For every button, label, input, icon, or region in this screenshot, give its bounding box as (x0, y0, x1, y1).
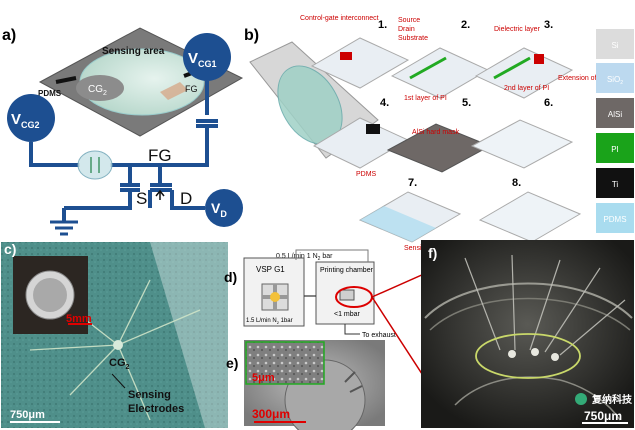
material-legend: Si SiO2 AlSi PI Ti PDMS (596, 29, 634, 233)
drain-label: D (180, 189, 192, 208)
panel-b: b) 1. 2. 3. 4. 5. 6. (244, 15, 634, 252)
svg-text:1.: 1. (378, 19, 387, 31)
svg-text:8.: 8. (512, 177, 521, 189)
process-step-6: 6. (470, 97, 574, 169)
svg-text:2.: 2. (461, 19, 470, 31)
svg-text:6.: 6. (544, 97, 553, 109)
cg2-pad-label: CG2 (88, 84, 107, 97)
svg-text:AlSi hard mask: AlSi hard mask (412, 129, 460, 136)
pressure-label: <1 mbar (334, 311, 361, 318)
vcg2-node (7, 94, 55, 142)
vcg1-label: VCG1 (188, 50, 217, 69)
panel-b-label: b) (244, 27, 259, 44)
svg-text:Control-gate interconnect: Control-gate interconnect (300, 15, 379, 22)
scale-e: 300μm (252, 407, 290, 421)
svg-text:7.: 7. (408, 177, 417, 189)
chamber-label: Printing chamber (320, 267, 374, 274)
fg-pad (160, 82, 188, 100)
ground-icon (50, 220, 78, 236)
flow-top: 0.5 L/min 1 N2 bar (276, 253, 333, 262)
legend-swatch (596, 203, 634, 233)
process-step-3: 3. (474, 19, 574, 99)
wechat-icon (575, 393, 587, 405)
svg-text:PDMS: PDMS (356, 171, 377, 178)
cg2-pad (76, 75, 124, 101)
svg-text:PDMS: PDMS (603, 215, 626, 224)
svg-text:SiO2: SiO2 (607, 75, 623, 86)
svg-text:Source: Source (398, 17, 420, 24)
panel-c: CG2 Sensing Electrodes 5mm c) 750μm (1, 241, 228, 428)
fg-label: FG (148, 146, 172, 165)
legend-swatch (596, 98, 634, 128)
legend-swatch (596, 168, 634, 198)
svg-text:Extension of FG: Extension of FG (558, 75, 608, 82)
legend-swatch (596, 63, 634, 93)
cg2-electrode (113, 340, 123, 350)
svg-text:1st layer of PI: 1st layer of PI (404, 95, 447, 102)
svg-text:AlSi: AlSi (608, 110, 622, 119)
panel-e-label: e) (226, 355, 238, 371)
svg-text:Dielectric layer: Dielectric layer (494, 26, 541, 33)
pdms-label: PDMS (38, 89, 62, 98)
vd-label: VD (211, 200, 227, 219)
svg-text:Substrate: Substrate (398, 35, 428, 42)
process-step-1: 1. (310, 19, 410, 89)
panel-c-label: c) (4, 241, 16, 257)
svg-text:Drain: Drain (398, 26, 415, 33)
panel-a: a) PDMS Sensing area CG2 FG VCG1 VCG2 (2, 27, 244, 236)
svg-text:3.: 3. (544, 19, 553, 31)
cg2-capacitor (77, 150, 113, 180)
vcg2-label: VCG2 (11, 111, 40, 130)
exhaust-label: To exhaust (362, 332, 396, 339)
fg-area-label: FG (185, 84, 198, 94)
vd-node (205, 189, 243, 227)
panel-f: f) 复纳科技 750μm (421, 240, 634, 428)
svg-text:5.: 5. (462, 97, 471, 109)
panel-a-label: a) (2, 27, 16, 44)
vcg1-node (183, 33, 231, 81)
process-step-8: 8. (478, 177, 582, 243)
inset-e-scale: 5μm (252, 372, 275, 384)
flow-side: 1.5 L/min N2 1bar (246, 318, 293, 325)
cg2-label-c: CG2 (109, 357, 130, 371)
inset-e (245, 341, 325, 385)
circuit-wires (29, 81, 218, 222)
panel-d-label: d) (224, 269, 237, 285)
scale-c: 750μm (10, 409, 45, 421)
sensing-area-label: Sensing area (102, 46, 165, 57)
svg-text:4.: 4. (380, 97, 389, 109)
svg-text:Ti: Ti (612, 180, 619, 189)
vsp-label: VSP G1 (256, 265, 285, 274)
panel-f-label: f) (428, 245, 437, 261)
arrow-icon (155, 189, 165, 200)
watermark: 复纳科技 (591, 393, 633, 406)
panel-d: d) 0.5 L/min 1 N2 bar VSP G1 1.5 L/min N… (224, 249, 461, 421)
electrodes-label: Electrodes (128, 403, 184, 415)
source-label: S (136, 189, 147, 208)
svg-text:2nd layer of PI: 2nd layer of PI (504, 85, 549, 92)
svg-text:Si: Si (611, 41, 618, 50)
inset-c-scale: 5mm (66, 313, 92, 325)
panel-e: 5μm e) 300μm (226, 340, 385, 430)
sensing-region-ring (475, 333, 581, 379)
svg-text:PI: PI (611, 145, 619, 154)
scale-f: 750μm (584, 409, 622, 423)
legend-swatch (596, 133, 634, 163)
sensing-label: Sensing (128, 389, 171, 401)
process-step-7: 7. (358, 177, 462, 243)
legend-swatch (596, 29, 634, 59)
